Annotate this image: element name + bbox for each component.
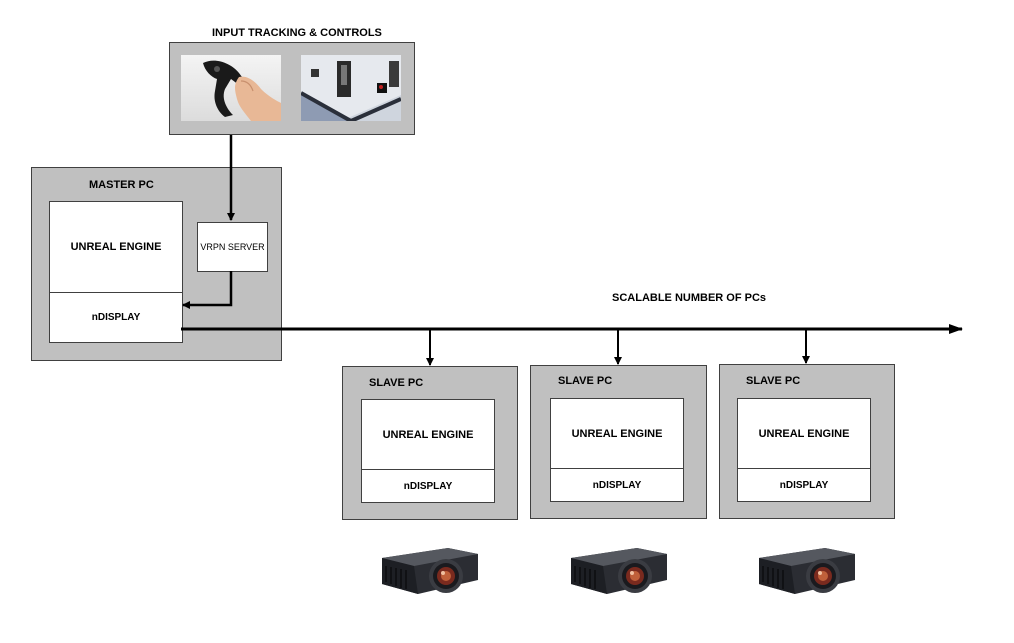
master-ndisplay-label: nDISPLAY [91, 312, 141, 323]
master-ndisplay: nDISPLAY [49, 292, 183, 343]
slave-unreal-engine: UNREAL ENGINE [361, 399, 495, 470]
slave-unreal-engine: UNREAL ENGINE [550, 398, 684, 469]
projector-icon [571, 548, 667, 594]
slave-ndisplay-label: nDISPLAY [403, 480, 453, 492]
slave-pc-title: SLAVE PC [369, 377, 424, 389]
slave-ndisplay: nDISPLAY [550, 468, 684, 502]
slave-pc-title: SLAVE PC [558, 375, 613, 387]
input-tracking-box [169, 42, 415, 135]
projector-icon [382, 548, 478, 594]
slave-ndisplay: nDISPLAY [737, 468, 871, 502]
master-unreal-engine: UNREAL ENGINE [49, 201, 183, 293]
slave-ndisplay-label: nDISPLAY [592, 479, 642, 491]
vrpn-server-box: VRPN SERVER [197, 222, 268, 272]
scalable-pcs-label: SCALABLE NUMBER OF PCs [612, 292, 767, 304]
slave-unreal-engine: UNREAL ENGINE [737, 398, 871, 469]
master-pc-title: MASTER PC [89, 179, 154, 191]
slave-pc-box: SLAVE PC UNREAL ENGINE nDISPLAY [342, 366, 518, 520]
hand-controller-photo [181, 55, 281, 121]
slave-ndisplay-label: nDISPLAY [779, 479, 829, 491]
vrpn-to-ndisplay-arrow [182, 271, 233, 309]
projector-icon [759, 548, 855, 594]
slave-pc-box: SLAVE PC UNREAL ENGINE nDISPLAY [530, 365, 707, 519]
vrpn-server-label: VRPN SERVER [200, 242, 265, 252]
slave-ndisplay: nDISPLAY [361, 469, 495, 503]
input-tracking-title: INPUT TRACKING & CONTROLS [212, 27, 382, 39]
slave-pc-title: SLAVE PC [746, 375, 801, 387]
tracking-camera-photo [301, 55, 401, 121]
slave-pc-box: SLAVE PC UNREAL ENGINE nDISPLAY [719, 364, 895, 519]
